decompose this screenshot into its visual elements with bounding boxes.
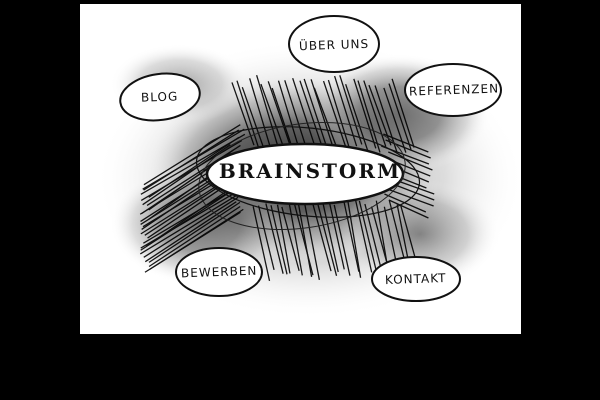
nav-blog[interactable]: BLOG <box>122 84 198 110</box>
nav-bewerben[interactable]: BEWERBEN <box>177 259 261 285</box>
brainstorm-canvas: Brainstorm ÜBER UNS BLOG REFERENZEN BEWE… <box>80 4 521 334</box>
nav-referenzen[interactable]: REFERENZEN <box>407 77 501 103</box>
nav-kontakt-label: KONTAKT <box>385 270 447 288</box>
nav-ueber-uns-label: ÜBER UNS <box>298 36 370 54</box>
nav-kontakt[interactable]: KONTAKT <box>373 266 459 292</box>
logo-text[interactable]: Brainstorm <box>218 159 402 183</box>
nav-referenzen-label: REFERENZEN <box>408 81 500 99</box>
nav-ueber-uns[interactable]: ÜBER UNS <box>290 32 378 58</box>
nav-blog-label: BLOG <box>141 89 179 105</box>
nav-bewerben-label: BEWERBEN <box>180 263 258 281</box>
ink-splash-art <box>95 15 521 319</box>
